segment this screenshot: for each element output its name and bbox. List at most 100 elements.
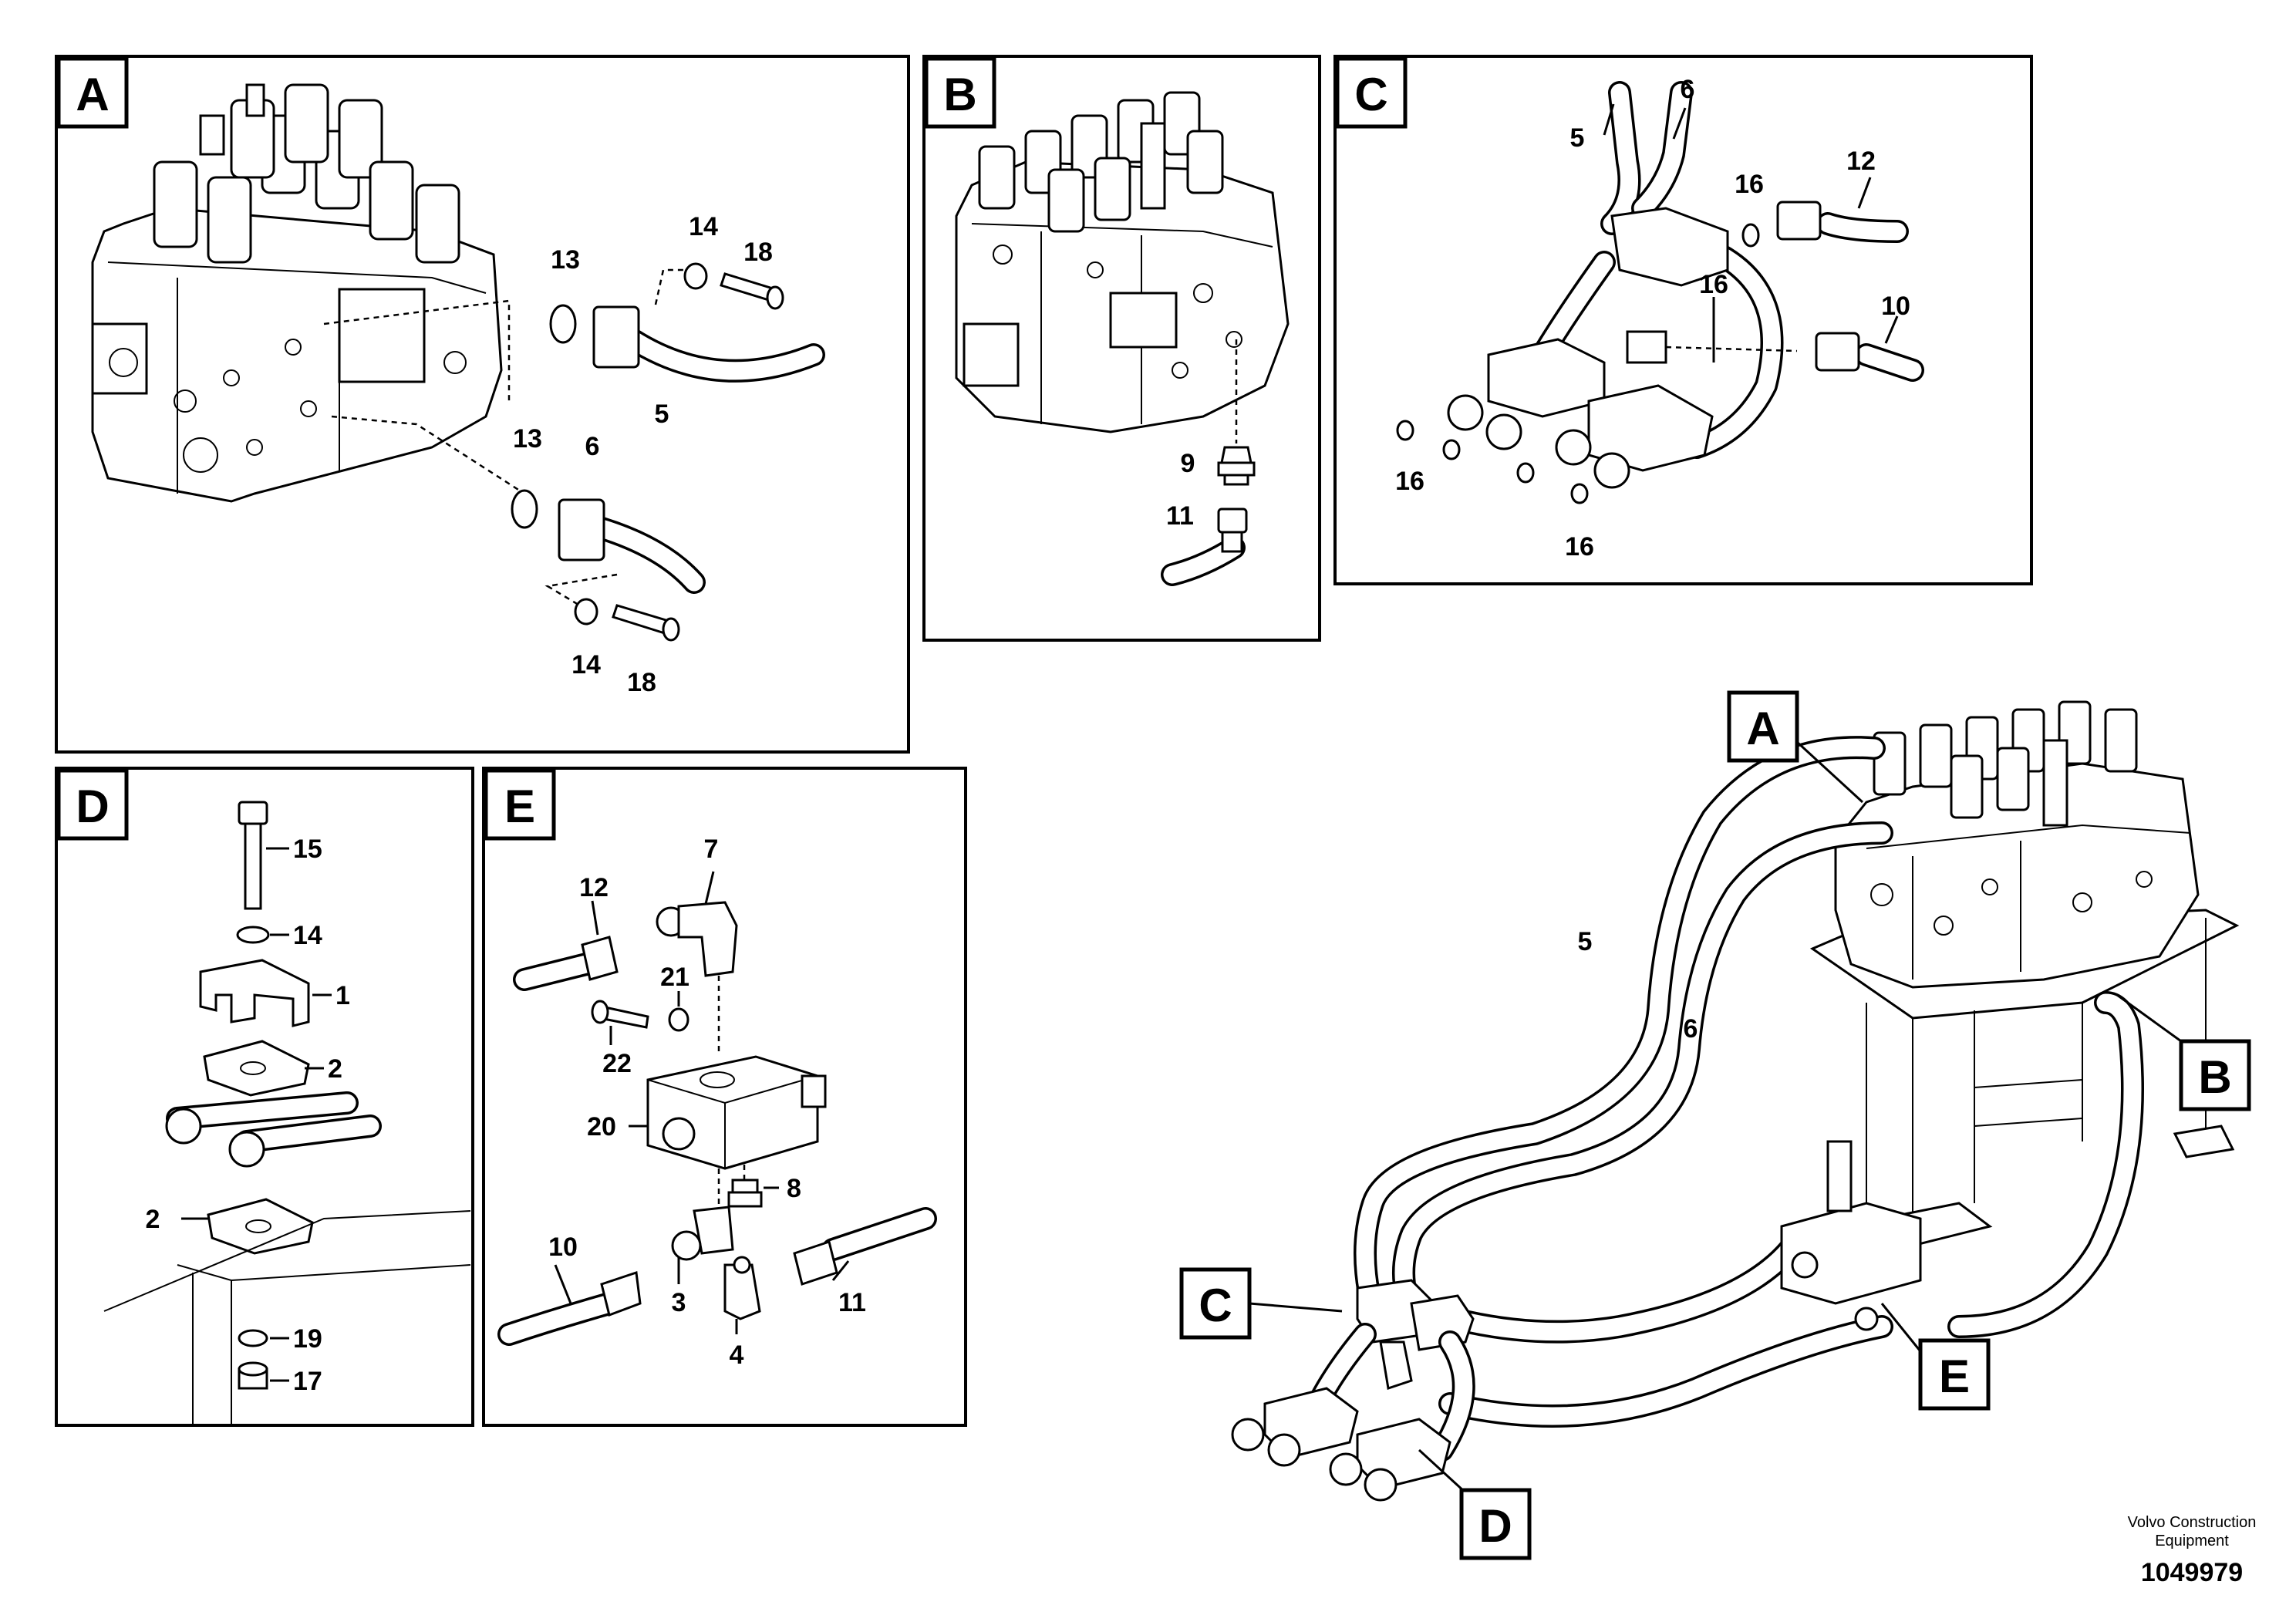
- overview-tag-box-e: [1918, 1338, 1991, 1411]
- o-ring-16-bottom: [1570, 483, 1589, 504]
- panel-c-frame: [1333, 55, 2033, 585]
- callout-a-13-upper: 13: [551, 245, 580, 275]
- callout-overview-5: 5: [1578, 927, 1593, 956]
- overview-tag-a: A: [1746, 703, 1779, 754]
- panel-a-tag: A: [76, 69, 109, 120]
- drawing-number: 1049979: [2141, 1558, 2243, 1587]
- panel-d: D: [55, 767, 474, 1427]
- callout-e-20: 20: [587, 1112, 616, 1141]
- panel-e: E: [482, 767, 967, 1427]
- control-valve-b: [955, 91, 1290, 433]
- overview-tag-d: D: [1478, 1500, 1512, 1552]
- leader-overview-d: [1418, 1448, 1467, 1494]
- frame-bracket-d: [103, 1210, 471, 1425]
- control-valve-overview: [1834, 700, 2200, 989]
- washer-21-e: [668, 1007, 689, 1032]
- callout-c-16-top: 16: [1735, 170, 1764, 199]
- hose-6-assembly-a: [511, 489, 706, 642]
- leader-overview-b: [2116, 993, 2182, 1043]
- panel-a: A: [55, 55, 910, 754]
- hose-10-c: [1815, 332, 1924, 382]
- callout-a-18-upper: 18: [743, 238, 773, 267]
- clamp-half-2-upper-d: [203, 1040, 310, 1097]
- panel-e-tag-box: [484, 768, 556, 841]
- callout-overview-6: 6: [1684, 1014, 1698, 1044]
- overview-tag-box-b: [2179, 1039, 2251, 1111]
- callout-e-11: 11: [838, 1288, 866, 1317]
- panel-c-tag-box: [1335, 56, 1408, 129]
- panel-b-frame: [922, 55, 1321, 642]
- callout-c-16-mid: 16: [1699, 270, 1728, 299]
- callout-e-12: 12: [579, 873, 609, 902]
- callout-d-14: 14: [293, 921, 322, 950]
- elbow-4-e: [723, 1256, 761, 1320]
- hose-12-e: [513, 936, 619, 991]
- overview-tag-e: E: [1939, 1351, 1970, 1402]
- valve-block-overview-e: [1780, 1140, 1922, 1331]
- control-valve-a: [91, 83, 503, 503]
- panel-a-frame: [55, 55, 910, 754]
- pipe-pair-d: [165, 1091, 382, 1168]
- bolt-15-d: [238, 801, 268, 910]
- panel-e-frame: [482, 767, 967, 1427]
- o-ring-16-top: [1741, 223, 1760, 248]
- overview-tag-box-c: [1179, 1267, 1252, 1340]
- panel-a-tag-box: [56, 56, 129, 129]
- footer-branding: Volvo Construction Equipment 1049979: [2128, 1514, 2257, 1587]
- callout-e-4: 4: [730, 1340, 744, 1370]
- panel-e-tag: E: [504, 781, 535, 832]
- callout-a-5: 5: [655, 400, 669, 429]
- panel-b-tag: B: [943, 69, 976, 120]
- callout-e-8: 8: [787, 1174, 801, 1203]
- washer-19-d: [238, 1329, 268, 1347]
- o-ring-16-mid: [1516, 462, 1535, 484]
- callout-a-6: 6: [585, 432, 600, 461]
- o-ring-16-left-a: [1396, 420, 1414, 441]
- brand-line-1: Volvo Construction: [2128, 1514, 2257, 1531]
- callout-d-15: 15: [293, 835, 322, 864]
- callout-b-9: 9: [1181, 449, 1195, 478]
- hose-11-e: [793, 1207, 937, 1286]
- nut-17-d: [238, 1361, 268, 1390]
- overview-tag-box-d: [1459, 1488, 1532, 1560]
- hose-10-e: [497, 1270, 642, 1346]
- callout-a-13-lower: 13: [513, 424, 542, 454]
- leader-overview-c: [1249, 1302, 1343, 1313]
- callout-e-22: 22: [602, 1049, 632, 1078]
- solenoid-stack-a: [153, 83, 460, 264]
- clamp-cap-1-d: [199, 959, 310, 1027]
- callout-c-16-left: 16: [1395, 467, 1424, 496]
- hose-12-c: [1776, 201, 1909, 243]
- panel-b: B: [922, 55, 1321, 642]
- valve-block-20-e: [646, 1055, 827, 1170]
- callout-e-10: 10: [548, 1233, 578, 1262]
- callout-d-19: 19: [293, 1324, 322, 1354]
- callout-d-1: 1: [335, 981, 350, 1010]
- overview-tag-box-a: [1727, 690, 1799, 763]
- callout-c-10: 10: [1881, 292, 1910, 321]
- manifold-overview-cd: [1231, 1279, 1475, 1502]
- overview-tag-c: C: [1199, 1280, 1232, 1331]
- callout-b-11: 11: [1166, 501, 1194, 531]
- overview-tag-b: B: [2198, 1051, 2231, 1103]
- adapter-9: [1217, 446, 1256, 486]
- o-ring-13-lower: [511, 489, 538, 529]
- tee-3-e: [671, 1206, 734, 1261]
- callout-c-16-bottom: 16: [1565, 532, 1594, 561]
- callout-a-18-lower: 18: [627, 668, 656, 697]
- washer-14-upper: [683, 262, 708, 290]
- callout-e-3: 3: [672, 1288, 686, 1317]
- callout-c-12: 12: [1846, 147, 1876, 176]
- overview-assembly: 5 6 A B C D E: [1179, 690, 2251, 1560]
- panel-d-frame: [55, 767, 474, 1427]
- callout-e-7: 7: [704, 835, 719, 864]
- panel-b-tag-box: [924, 56, 996, 129]
- leader-overview-e: [1880, 1303, 1922, 1352]
- panel-d-tag-box: [56, 768, 129, 841]
- callout-d-2-upper: 2: [328, 1054, 342, 1084]
- panel-c: C: [1333, 55, 2033, 585]
- o-ring-16-left-b: [1442, 439, 1461, 460]
- hose-11-b: [1161, 508, 1248, 586]
- washer-14-lower: [574, 598, 598, 626]
- clamp-half-2-lower-d: [207, 1198, 314, 1255]
